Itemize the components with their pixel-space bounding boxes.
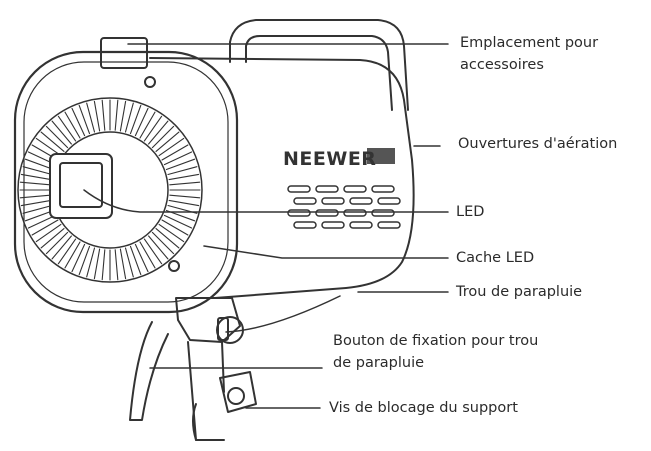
reflector-fin bbox=[102, 100, 105, 130]
reflector-fin bbox=[72, 108, 85, 135]
reflector-fin bbox=[159, 224, 184, 241]
reflector-fin bbox=[41, 132, 64, 151]
reflector-fin bbox=[144, 239, 161, 264]
reflector-fin bbox=[120, 249, 125, 279]
reflector-fin bbox=[102, 250, 105, 280]
reflector-fin bbox=[115, 250, 118, 280]
vent-slot bbox=[344, 210, 366, 216]
reflector-fin bbox=[164, 215, 191, 228]
vent-slot bbox=[294, 198, 316, 204]
air-vent-grille bbox=[288, 186, 400, 228]
reflector-fin bbox=[144, 116, 161, 141]
reflector-fin bbox=[20, 182, 50, 185]
reflector-fin bbox=[135, 244, 148, 271]
vent-slot bbox=[344, 186, 366, 192]
reflector-fin bbox=[94, 249, 99, 279]
callout-air-vents: Ouvertures d'aération bbox=[458, 133, 617, 155]
light-body bbox=[150, 58, 414, 298]
reflector-fin bbox=[21, 174, 51, 179]
reflector-fin bbox=[149, 121, 168, 144]
reflector-fin bbox=[21, 200, 51, 205]
reflector-fin bbox=[72, 244, 85, 271]
reflector-fin bbox=[152, 126, 173, 147]
vent-slot bbox=[288, 210, 310, 216]
callout-umbrella-hole: Trou de parapluie bbox=[456, 281, 582, 303]
callout-accessory-slot-line1: Emplacement pour bbox=[460, 32, 598, 54]
callout-umbrella-knob: Bouton de fixation pour trou de paraplui… bbox=[333, 330, 538, 374]
reflector-fin bbox=[170, 195, 200, 198]
callout-bracket-lock: Vis de blocage du support bbox=[329, 397, 518, 419]
reflector-fin bbox=[65, 112, 80, 138]
reflector-fin bbox=[58, 116, 75, 141]
reflector-fin bbox=[36, 224, 61, 241]
vent-slot bbox=[372, 186, 394, 192]
reflector-fin bbox=[170, 182, 200, 185]
reflector-fin bbox=[52, 121, 71, 144]
reflector-fin bbox=[140, 112, 155, 138]
vent-slot bbox=[350, 222, 372, 228]
reflector-fin bbox=[162, 220, 188, 235]
reflector-fin bbox=[58, 239, 75, 264]
reflector-fin bbox=[94, 101, 99, 130]
callout-accessory-slot-line2: accessoires bbox=[460, 54, 598, 76]
reflector-fin bbox=[156, 132, 179, 151]
reflector-fin bbox=[20, 195, 50, 198]
reflector-fin bbox=[149, 236, 168, 259]
callout-led-cover: Cache LED bbox=[456, 247, 534, 269]
vent-slot bbox=[322, 198, 344, 204]
reflector-fin bbox=[41, 229, 64, 248]
callout-umbrella-knob-line2: de parapluie bbox=[333, 352, 538, 374]
reflector-fin bbox=[135, 108, 148, 135]
reflector-fin bbox=[156, 229, 179, 248]
reflector-fin bbox=[65, 242, 80, 268]
reflector-fin bbox=[164, 152, 191, 165]
callout-umbrella-knob-line1: Bouton de fixation pour trou bbox=[333, 330, 538, 352]
reflector-fin bbox=[120, 101, 125, 130]
lock-screw bbox=[220, 372, 256, 412]
vent-slot bbox=[372, 210, 394, 216]
reflector-fin bbox=[169, 174, 199, 179]
front-bezel bbox=[15, 52, 237, 312]
callout-led: LED bbox=[456, 201, 484, 223]
reflector-fin bbox=[162, 145, 188, 160]
vent-slot bbox=[316, 210, 338, 216]
reflector-fin bbox=[115, 100, 118, 130]
vent-slot bbox=[294, 222, 316, 228]
reflector-fin bbox=[169, 200, 199, 205]
reflector-fin bbox=[140, 242, 155, 268]
vent-slot bbox=[322, 222, 344, 228]
vent-slot bbox=[378, 198, 400, 204]
vent-slot bbox=[316, 186, 338, 192]
reflector-fin bbox=[46, 126, 67, 147]
reflector-fin bbox=[52, 236, 71, 259]
reflector-fin bbox=[152, 232, 173, 253]
bracket bbox=[176, 298, 240, 342]
vent-slot bbox=[288, 186, 310, 192]
reflector-fin bbox=[32, 220, 58, 235]
reflector-fin bbox=[159, 138, 184, 155]
callout-accessory-slot: Emplacement pour accessoires bbox=[460, 32, 598, 76]
vent-slot bbox=[350, 198, 372, 204]
brand-label: NEEWER bbox=[283, 148, 376, 170]
vent-slot bbox=[378, 222, 400, 228]
reflector-fin bbox=[46, 232, 67, 253]
stand-lever bbox=[130, 322, 168, 420]
